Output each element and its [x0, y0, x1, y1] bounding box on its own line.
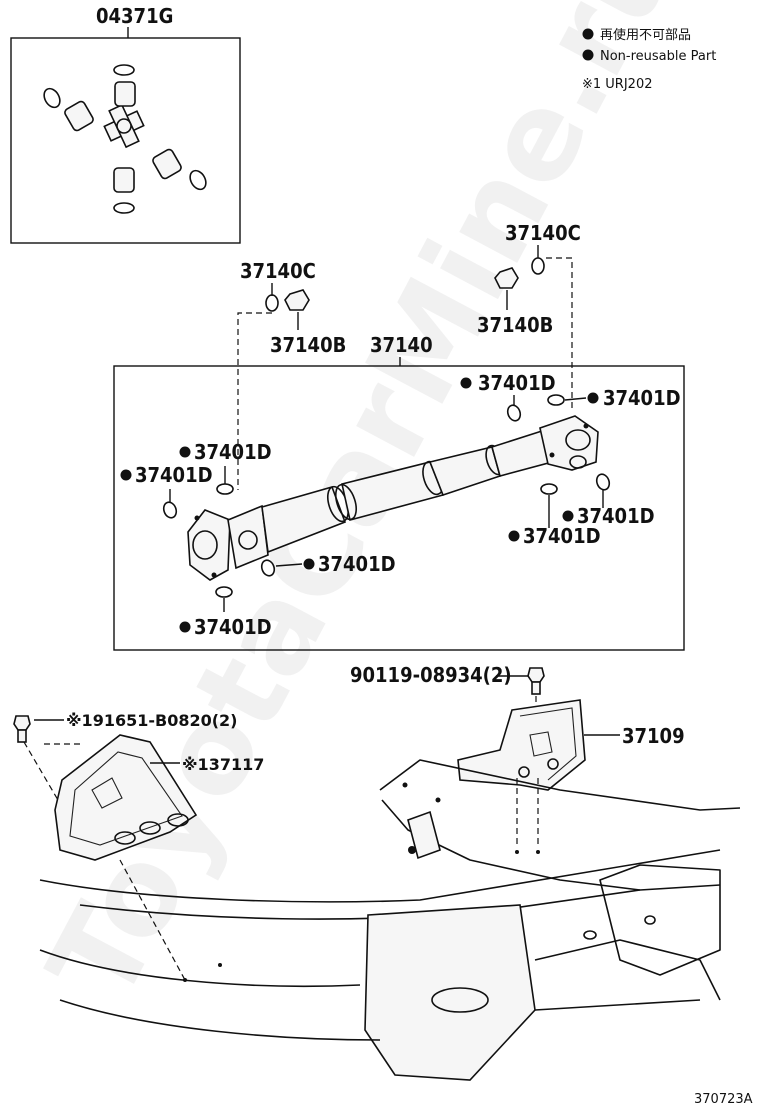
37140b-right-label[interactable]: 37140B — [477, 313, 553, 337]
nut-icon — [284, 289, 310, 311]
kit-box — [10, 37, 241, 244]
37401d-callouts: 37401D 37401D 37401D 37401D 37401D 37401… — [120, 371, 681, 639]
propeller-shaft-icon — [187, 415, 599, 581]
legend-jp-text: 再使用不可部品 — [600, 27, 691, 43]
37140c-left-label[interactable]: 37140C — [240, 259, 316, 283]
bolt-left-group: ※191651-B0820(2) — [13, 711, 237, 801]
propeller-shaft-box — [113, 365, 685, 651]
bracket-37109-group: 37109 — [457, 699, 685, 848]
bearing-cup-icon — [64, 81, 182, 193]
37401d-label[interactable]: 37401D — [478, 371, 556, 395]
37140b-left-label[interactable]: 37140B — [270, 333, 346, 357]
legend-note-text: ※1 URJ202 — [582, 77, 653, 92]
37140c-right-label[interactable]: 37140C — [505, 221, 581, 245]
bracket-37117-group: ※137117 — [54, 734, 264, 981]
vehicle-frame-icon — [39, 759, 741, 1081]
90119-08934-label[interactable]: 90119-08934(2) — [350, 663, 512, 687]
legend-bullet-icon — [582, 28, 594, 40]
bolt-icon — [527, 667, 545, 695]
figure-id-text: 370723A — [694, 1092, 753, 1107]
37401d-label[interactable]: 37401D — [523, 524, 601, 548]
nut-icon — [494, 267, 519, 289]
37401d-label[interactable]: 37401D — [135, 463, 213, 487]
37117-label[interactable]: ※137117 — [182, 755, 264, 774]
washer-icon — [531, 257, 545, 275]
bolt-icon — [13, 715, 31, 743]
37401d-label[interactable]: 37401D — [194, 440, 272, 464]
bracket-37109-icon — [457, 699, 586, 791]
legend: 再使用不可部品 Non-reusable Part ※1 URJ202 — [582, 27, 716, 92]
37401d-label[interactable]: 37401D — [577, 504, 655, 528]
bolt-top-group: 90119-08934(2) — [350, 663, 545, 712]
propeller-shaft-group: 37140 — [113, 333, 685, 651]
universal-joint-spider-icon — [103, 103, 145, 149]
kit-04371g-label[interactable]: 04371G — [96, 4, 173, 28]
kit-04371g-group: 04371G — [10, 4, 241, 244]
91651-b0820-label[interactable]: ※191651-B0820(2) — [66, 711, 237, 730]
37401d-label[interactable]: 37401D — [318, 552, 396, 576]
37401d-label[interactable]: 37401D — [603, 386, 681, 410]
snap-ring-icon — [43, 64, 207, 214]
legend-bullet-icon — [582, 49, 594, 61]
washer-icon — [265, 294, 279, 312]
bracket-37117-icon — [54, 734, 198, 861]
37140-label[interactable]: 37140 — [370, 333, 433, 357]
nut-washer-left-group: 37140C 37140B — [237, 259, 346, 490]
37401d-label[interactable]: 37401D — [194, 615, 272, 639]
37109-label[interactable]: 37109 — [622, 724, 685, 748]
snap-ring-icon — [162, 394, 611, 598]
legend-en-text: Non-reusable Part — [600, 49, 716, 64]
nut-washer-right-group: 37140C 37140B — [477, 221, 581, 412]
